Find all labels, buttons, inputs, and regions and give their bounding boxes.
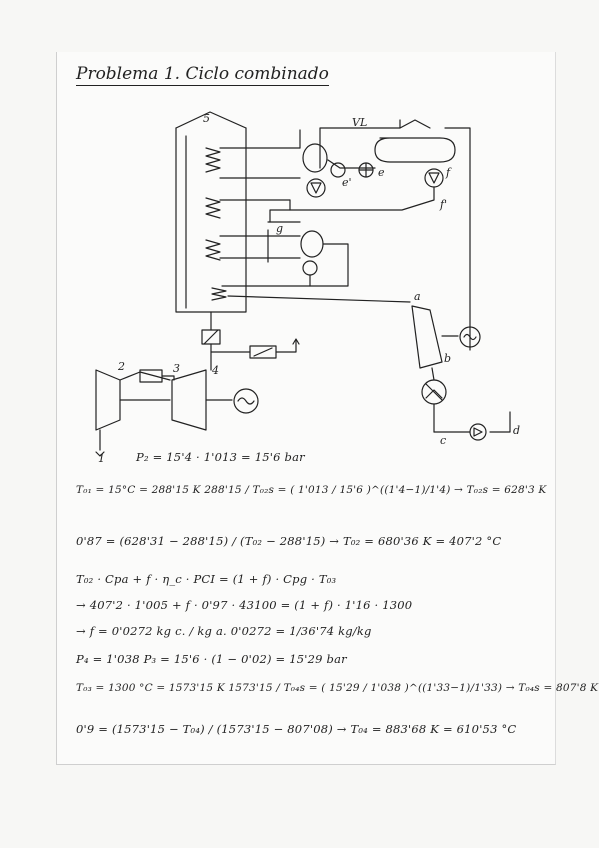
label-d: d — [513, 424, 520, 437]
label-3: 3 — [173, 362, 180, 375]
label-e-prime: e' — [342, 176, 352, 189]
hrsg-stack — [175, 111, 247, 129]
label-e: e — [378, 166, 385, 179]
coil-1 — [205, 147, 221, 173]
label-4: 4 — [211, 364, 219, 377]
condensate-pump — [424, 168, 444, 188]
label-b: b — [444, 352, 451, 365]
equation-fuel-ratio: → f = 0'0272 kg c. / kg a. 0'0272 = 1/36… — [76, 624, 372, 638]
label-c: c — [440, 434, 446, 447]
compressor — [95, 369, 121, 431]
gas-turbine — [171, 369, 207, 431]
paper-sheet — [56, 52, 556, 765]
generator-steam — [459, 326, 481, 348]
ip-pump — [302, 260, 318, 276]
equation-pressures: P₄ = 1'038 P₃ = 15'6 · (1 − 0'02) = 15'2… — [76, 652, 347, 666]
label-f: f — [445, 166, 452, 179]
coil-2 — [205, 197, 221, 219]
feed-pump — [469, 423, 487, 441]
equation-t02: 0'87 = (628'31 − 288'15) / (T₀₂ − 288'15… — [76, 534, 502, 548]
deaerator — [374, 137, 456, 163]
equation-energy-balance: T₀₂ · Cpa + f · η_c · PCI = (1 + f) · Cp… — [76, 572, 337, 586]
label-f-prime: f' — [439, 198, 447, 211]
steam-turbine — [411, 305, 443, 369]
label-s: 5 — [203, 112, 210, 125]
label-a: a — [414, 290, 421, 303]
problem-title: Problema 1. Ciclo combinado — [76, 64, 329, 86]
label-g: g — [276, 222, 283, 235]
equation-t04: 0'9 = (1573'15 − T₀₄) / (1573'15 − 807'0… — [76, 722, 517, 736]
label-1: 1 — [98, 452, 105, 465]
equation-p2: P₂ = 15'4 · 1'013 = 15'6 bar — [136, 450, 305, 464]
equation-energy-numeric: → 407'2 · 1'005 + f · 0'97 · 43100 = (1 … — [76, 598, 413, 612]
coil-3 — [205, 239, 221, 261]
coil-4 — [211, 287, 227, 301]
generator-gas — [233, 388, 259, 414]
combustion-chamber — [139, 369, 163, 383]
equation-t04s: T₀₃ = 1300 °C = 1573'15 K 1573'15 / T₀₄s… — [76, 682, 599, 694]
hp-pump — [306, 178, 326, 198]
hp-drum — [302, 143, 328, 173]
equation-t02s: T₀₁ = 15°C = 288'15 K 288'15 / T₀₂s = ( … — [76, 484, 547, 496]
label-2: 2 — [117, 360, 125, 373]
valve-e-prime — [330, 162, 346, 178]
ip-drum — [300, 230, 324, 258]
label-vl: VL — [352, 116, 367, 129]
